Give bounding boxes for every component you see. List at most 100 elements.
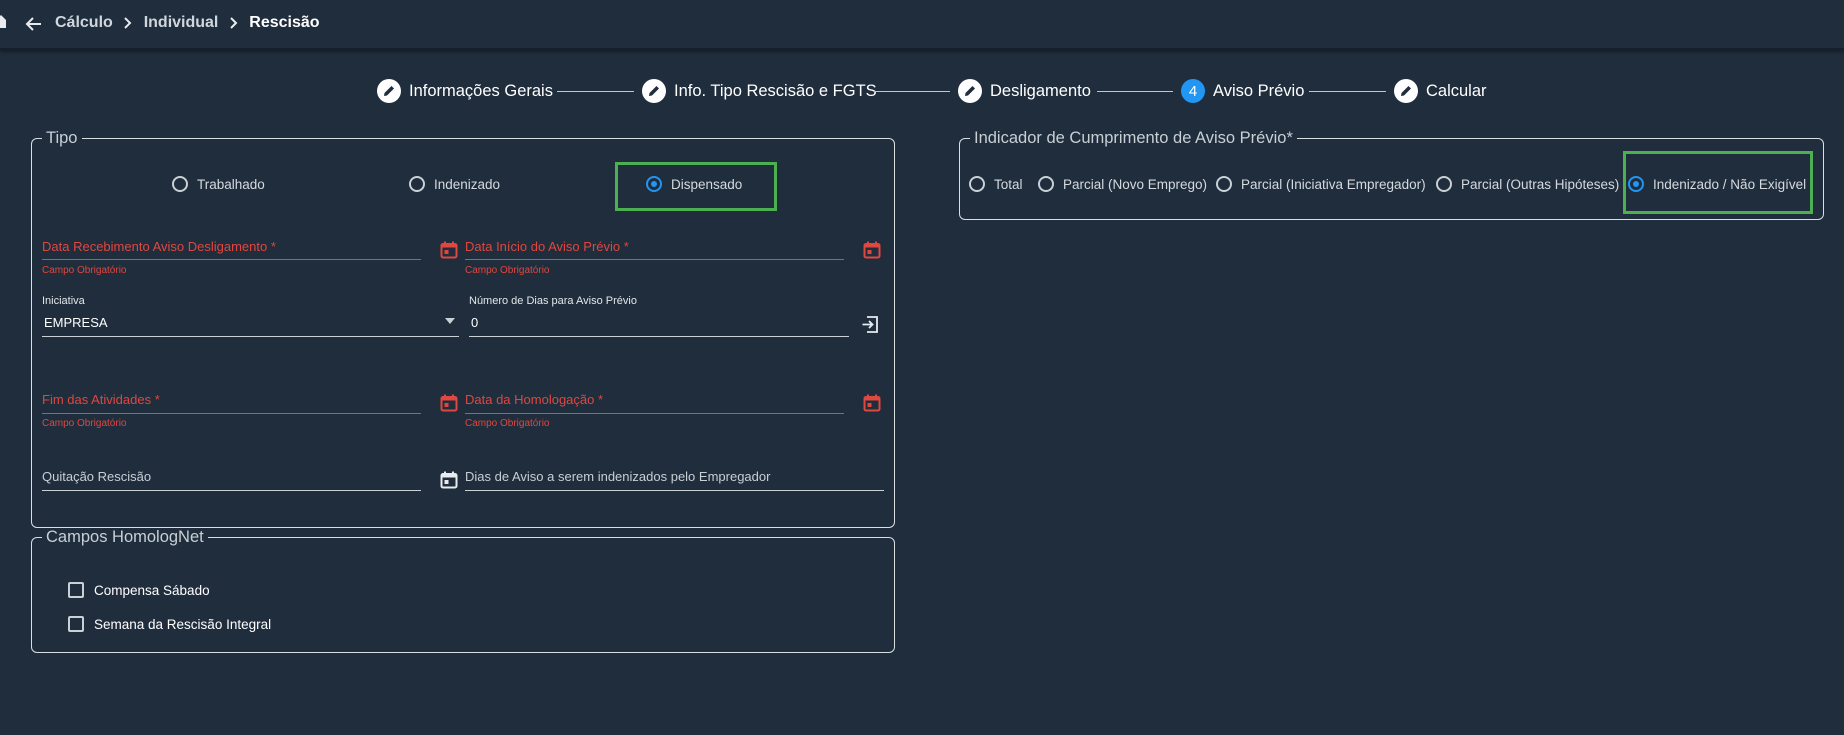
field-error: Campo Obrigatório xyxy=(465,265,550,276)
highlight-box xyxy=(1623,151,1813,214)
radio-parcial-novo-emprego[interactable]: Parcial (Novo Emprego) xyxy=(1038,176,1207,192)
radio-button[interactable] xyxy=(1216,176,1232,192)
field-underline xyxy=(42,336,459,337)
dropdown-arrow-icon[interactable] xyxy=(445,318,455,324)
field-label: Iniciativa xyxy=(42,295,85,307)
step-label: Desligamento xyxy=(990,81,1091,100)
fim-atividades-field[interactable]: Fim das Atividades * Campo Obrigatório xyxy=(42,392,421,432)
radio-button[interactable] xyxy=(1436,176,1452,192)
login-icon[interactable] xyxy=(861,315,880,334)
calendar-icon[interactable] xyxy=(863,241,881,259)
radio-button-selected[interactable] xyxy=(646,176,662,192)
radio-label: Indenizado xyxy=(434,176,501,192)
breadcrumb-item-rescisao: Rescisão xyxy=(249,14,320,31)
field-label: Fim das Atividades * xyxy=(42,392,160,407)
field-underline xyxy=(469,336,849,337)
step-info-tipo-rescisao[interactable]: Info. Tipo Rescisão e FGTS xyxy=(642,78,877,104)
calendar-icon[interactable] xyxy=(440,241,458,259)
radio-dispensado[interactable]: Dispensado xyxy=(646,176,742,192)
indicador-legend: Indicador de Cumprimento de Aviso Prévio… xyxy=(974,129,1293,147)
step-connector xyxy=(1309,91,1386,92)
pencil-icon xyxy=(1394,79,1418,103)
breadcrumb-item-individual[interactable]: Individual xyxy=(143,14,219,31)
step-label: Informações Gerais xyxy=(409,81,553,100)
radio-parcial-outras-hipoteses[interactable]: Parcial (Outras Hipóteses) xyxy=(1436,176,1619,192)
checkbox-label: Semana da Rescisão Integral xyxy=(94,616,272,632)
calendar-icon[interactable] xyxy=(440,471,458,489)
stepper: Informações Gerais Info. Tipo Rescisão e… xyxy=(0,78,1844,104)
step-aviso-previo[interactable]: 4 Aviso Prévio xyxy=(1181,78,1304,104)
field-underline xyxy=(465,259,844,260)
radio-button-selected[interactable] xyxy=(1628,176,1644,192)
step-connector xyxy=(874,91,950,92)
checkbox-compensa-sabado[interactable]: Compensa Sábado xyxy=(68,582,210,598)
home-icon[interactable] xyxy=(0,14,6,28)
field-underline xyxy=(465,490,884,491)
checkbox[interactable] xyxy=(68,616,84,632)
breadcrumb-item-calculo[interactable]: Cálculo xyxy=(55,14,113,31)
field-label: Dias de Aviso a serem indenizados pelo E… xyxy=(465,469,771,484)
checkbox-semana-rescisao[interactable]: Semana da Rescisão Integral xyxy=(68,616,271,632)
field-label: Número de Dias para Aviso Prévio xyxy=(469,295,637,307)
field-underline xyxy=(42,259,421,260)
quitacao-field[interactable]: Quitação Rescisão xyxy=(42,469,421,491)
field-underline xyxy=(42,490,421,491)
radio-indenizado[interactable]: Indenizado xyxy=(409,176,500,192)
step-connector xyxy=(557,91,634,92)
step-informacoes-gerais[interactable]: Informações Gerais xyxy=(377,78,553,104)
checkbox-label: Compensa Sábado xyxy=(94,582,210,598)
pencil-icon xyxy=(377,79,401,103)
radio-label: Trabalhado xyxy=(197,176,265,192)
radio-label: Parcial (Iniciativa Empregador) xyxy=(1241,176,1426,192)
pencil-icon xyxy=(958,79,982,103)
tipo-legend: Tipo xyxy=(46,129,78,147)
field-label: Data da Homologação * xyxy=(465,392,604,407)
step-calcular[interactable]: Calcular xyxy=(1394,78,1487,104)
radio-label: Parcial (Novo Emprego) xyxy=(1063,176,1208,192)
radio-parcial-iniciativa-empregador[interactable]: Parcial (Iniciativa Empregador) xyxy=(1216,176,1426,192)
step-desligamento[interactable]: Desligamento xyxy=(958,78,1091,104)
iniciativa-select[interactable]: Iniciativa EMPRESA xyxy=(42,295,459,339)
radio-label: Parcial (Outras Hipóteses) xyxy=(1461,176,1620,192)
arrow-left-icon[interactable] xyxy=(24,14,44,34)
radio-label: Indenizado / Não Exigível xyxy=(1653,176,1807,192)
radio-button[interactable] xyxy=(969,176,985,192)
top-bar: Cálculo Individual Rescisão xyxy=(0,0,1844,50)
pencil-icon xyxy=(642,79,666,103)
radio-button[interactable] xyxy=(409,176,425,192)
data-inicio-field[interactable]: Data Início do Aviso Prévio * Campo Obri… xyxy=(465,239,844,279)
step-label: Calcular xyxy=(1426,81,1487,100)
field-error: Campo Obrigatório xyxy=(42,265,127,276)
data-homologacao-field[interactable]: Data da Homologação * Campo Obrigatório xyxy=(465,392,844,432)
tipo-section: Tipo xyxy=(31,129,895,528)
radio-button[interactable] xyxy=(172,176,188,192)
select-value: EMPRESA xyxy=(44,315,108,330)
step-label: Aviso Prévio xyxy=(1213,81,1305,100)
calendar-icon[interactable] xyxy=(863,394,881,412)
chevron-right-icon xyxy=(230,17,238,29)
breadcrumb: Cálculo Individual Rescisão xyxy=(55,14,320,32)
radio-indenizado-nao-exigivel[interactable]: Indenizado / Não Exigível xyxy=(1628,176,1806,192)
highlight-box xyxy=(615,162,777,211)
checkbox[interactable] xyxy=(68,582,84,598)
radio-total[interactable]: Total xyxy=(969,176,1023,192)
radio-label: Total xyxy=(994,176,1023,192)
step-label: Info. Tipo Rescisão e FGTS xyxy=(674,81,877,100)
radio-label: Dispensado xyxy=(671,176,743,192)
field-label: Data Início do Aviso Prévio * xyxy=(465,239,629,254)
field-value: 0 xyxy=(471,315,479,330)
field-error: Campo Obrigatório xyxy=(465,418,550,429)
field-label: Data Recebimento Aviso Desligamento * xyxy=(42,239,276,254)
chevron-right-icon xyxy=(124,17,132,29)
step-number-badge: 4 xyxy=(1181,79,1205,103)
dias-indenizados-field[interactable]: Dias de Aviso a serem indenizados pelo E… xyxy=(465,469,884,491)
numero-dias-field[interactable]: Número de Dias para Aviso Prévio 0 xyxy=(469,295,849,339)
field-underline xyxy=(42,413,421,414)
calendar-icon[interactable] xyxy=(440,394,458,412)
data-recebimento-field[interactable]: Data Recebimento Aviso Desligamento * Ca… xyxy=(42,239,421,279)
radio-button[interactable] xyxy=(1038,176,1054,192)
field-label: Quitação Rescisão xyxy=(42,469,152,484)
homolognet-legend: Campos HomologNet xyxy=(46,528,204,546)
field-error: Campo Obrigatório xyxy=(42,418,127,429)
radio-trabalhado[interactable]: Trabalhado xyxy=(172,176,265,192)
